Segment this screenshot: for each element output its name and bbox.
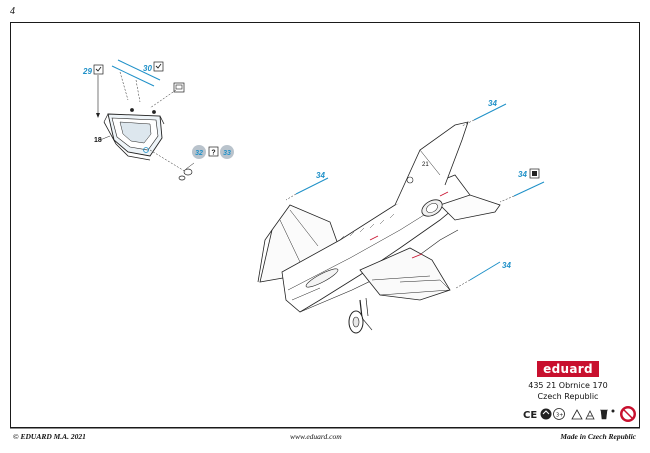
card-icon <box>173 82 185 93</box>
callout-34-right: 34 <box>518 170 527 179</box>
aircraft-drawing: 21 <box>257 121 501 334</box>
callout-34-left: 34 <box>316 171 325 180</box>
footer-made-in: Made in Czech Republic <box>560 432 636 441</box>
ce-mark: CE <box>523 410 537 421</box>
callout-34-bottom: 34 <box>502 261 511 270</box>
kit-subtitle: Czech Republic <box>537 392 599 401</box>
callout-32-33-group: 32 ? 33 <box>192 145 234 159</box>
recycle-icon <box>540 408 552 420</box>
age-icon <box>553 408 565 420</box>
eduard-logo: eduard <box>537 361 599 377</box>
question-icon-box <box>208 146 219 157</box>
person-icon <box>611 409 615 413</box>
svg-text:21: 21 <box>422 162 429 168</box>
recycle-triangle-icon <box>571 409 583 420</box>
grey-circle-33 <box>220 145 234 159</box>
callout-34-group: 34 34 34 34 <box>285 99 545 289</box>
trash-icon <box>600 409 608 420</box>
grey-circle-32 <box>192 145 206 159</box>
check-icon <box>155 63 162 69</box>
kit-title: 435 21 Obrnice 170 <box>528 381 608 390</box>
safety-icons: CE 3+ <box>523 406 636 422</box>
footer-copyright: © EDUARD M.A. 2021 <box>13 432 86 441</box>
svg-text:3+: 3+ <box>556 413 563 419</box>
callout-18: 18 <box>94 137 102 144</box>
footer-website-link[interactable]: www.eduard.com <box>290 432 342 441</box>
detail-assembly-29-30: 29 30 18 <box>82 59 195 181</box>
callout-33: 33 <box>223 150 231 157</box>
callout-30: 30 <box>143 64 152 73</box>
callout-29: 29 <box>82 67 92 76</box>
recycle-triangle-icon <box>585 410 595 420</box>
check-box-icon <box>153 61 164 72</box>
callout-32: 32 <box>195 150 203 157</box>
question-icon: ? <box>211 150 215 157</box>
callout-34-top: 34 <box>488 99 497 108</box>
page-number: 4 <box>10 6 15 17</box>
check-box-icon <box>93 64 104 75</box>
check-icon <box>95 66 102 72</box>
